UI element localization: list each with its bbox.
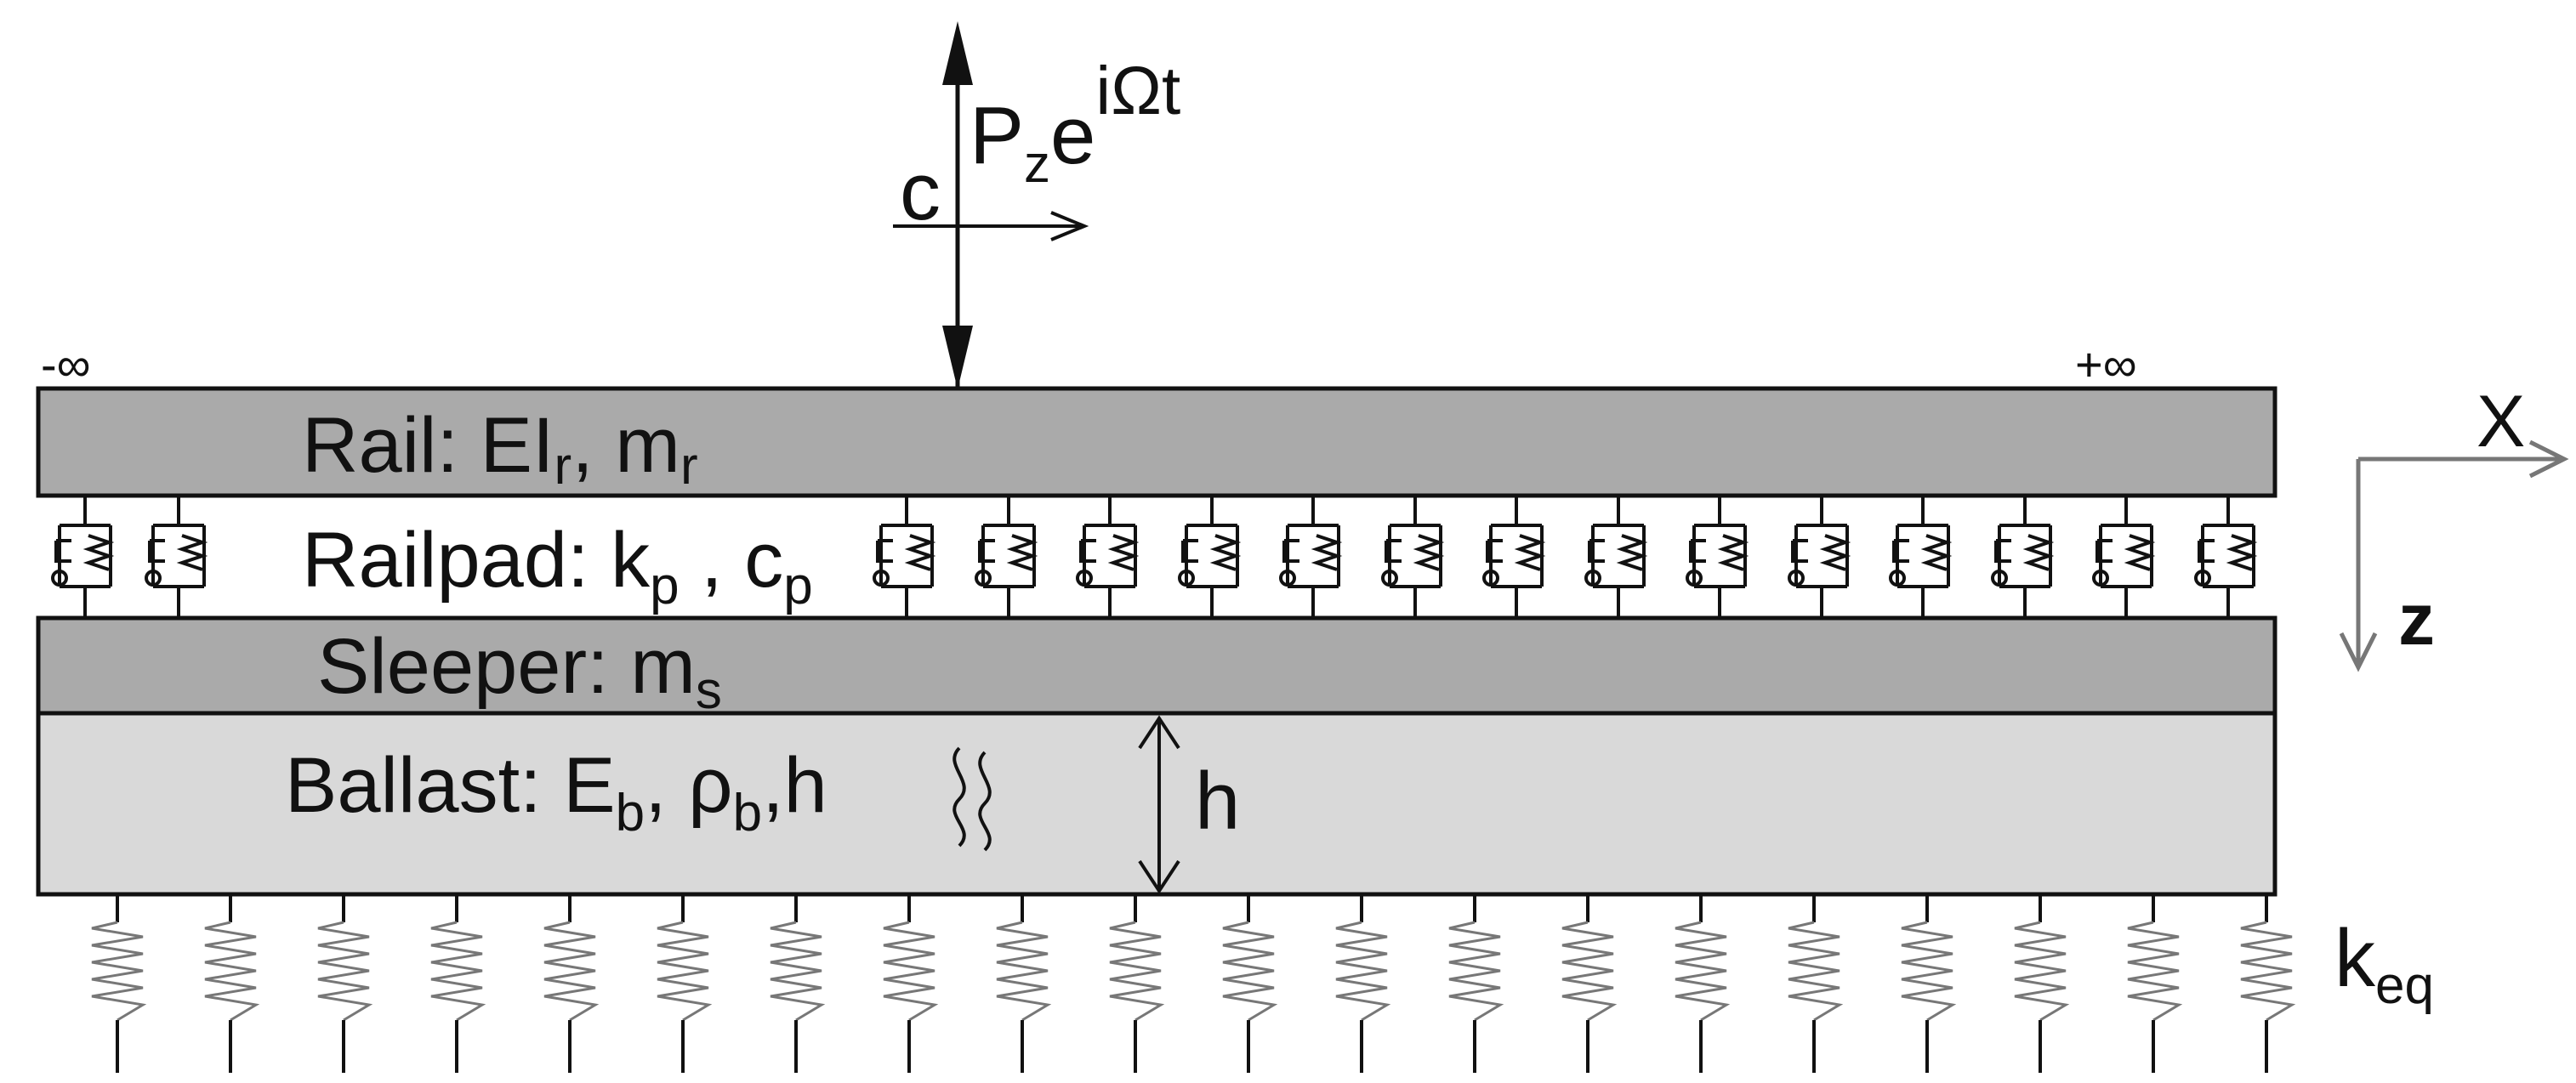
subgrade-spring: [657, 894, 713, 1073]
subgrade-spring: [1109, 894, 1165, 1073]
speed-arrow-head: [1050, 211, 1089, 241]
rail-beam: [36, 386, 2277, 498]
subgrade-spring: [543, 894, 600, 1073]
railpad-element: [1991, 496, 2055, 618]
railpad-element: [1686, 496, 1749, 618]
railpad-element: [1788, 496, 1851, 618]
load-symbol: P: [970, 90, 1024, 181]
subgrade-spring: [430, 894, 486, 1073]
coordinate-axes: [2339, 439, 2569, 672]
speed-label: c: [900, 146, 941, 237]
load-arrow-head-down: [942, 326, 973, 389]
sleeper-layer: [36, 615, 2277, 716]
thickness-label: h: [1195, 756, 1240, 847]
railpad-elements: [51, 496, 2258, 618]
railpad-element: [2194, 496, 2258, 618]
ballast-layer: [36, 711, 2277, 897]
sleeper-label: Sleeper: ms: [317, 623, 722, 720]
load-base: e: [1050, 90, 1095, 181]
load-label: PzeiΩt: [970, 53, 1180, 194]
load-subscript: z: [1024, 135, 1050, 194]
subgrade-spring: [996, 894, 1052, 1073]
subgrade-spring: [317, 894, 373, 1073]
right-infinity-label: +∞: [2075, 337, 2137, 391]
railpad-element: [1279, 496, 1343, 618]
railpad-element: [1381, 496, 1445, 618]
subgrade-spring: [2240, 894, 2296, 1073]
railpad-element: [145, 496, 208, 618]
subgrade-spring: [770, 894, 826, 1073]
subgrade-spring: [1335, 894, 1391, 1073]
railpad-element: [1178, 496, 1242, 618]
subgrade-spring: [204, 894, 260, 1073]
subgrade-label: keq: [2334, 913, 2434, 1015]
rail-label: Rail: EIr, mr: [302, 402, 698, 496]
railpad-label: Railpad: kp , cp: [302, 517, 813, 615]
railpad-element: [873, 496, 936, 618]
subgrade-spring: [1788, 894, 1844, 1073]
left-infinity-label: -∞: [41, 337, 91, 391]
subgrade-spring: [1675, 894, 1731, 1073]
railpad-element: [1482, 496, 1546, 618]
railpad-element: [975, 496, 1038, 618]
railpad-element: [1076, 496, 1140, 618]
load-exponent: iΩt: [1095, 53, 1180, 128]
x-axis-label: X: [2476, 381, 2525, 462]
subgrade-springs: [91, 894, 2296, 1073]
railpad-element: [51, 496, 115, 618]
z-axis-label: z: [2398, 579, 2435, 661]
thickness-arrow-bottom: [1138, 859, 1180, 894]
ballast-label: Ballast: Eb, ρb,h: [285, 742, 827, 842]
railpad-element: [1889, 496, 1953, 618]
railpad-element: [2092, 496, 2156, 618]
railpad-element: [1584, 496, 1648, 618]
subgrade-spring: [1448, 894, 1504, 1073]
subgrade-spring: [2127, 894, 2183, 1073]
subgrade-spring: [1901, 894, 1957, 1073]
subgrade-spring: [1222, 894, 1278, 1073]
subgrade-spring: [883, 894, 939, 1073]
wave-symbol: [952, 746, 992, 852]
load-arrow-head-up: [942, 21, 973, 85]
subgrade-spring: [91, 894, 147, 1073]
thickness-arrow-top: [1138, 715, 1180, 750]
subgrade-spring: [2014, 894, 2070, 1073]
subgrade-spring: [1561, 894, 1618, 1073]
